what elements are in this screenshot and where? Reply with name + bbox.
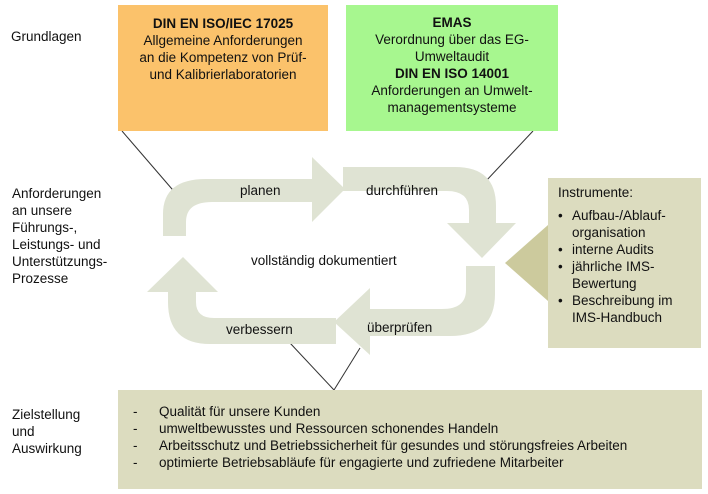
arrow-verbessern: [147, 257, 336, 344]
emas-box-line: Anforderungen an Umwelt-: [371, 83, 533, 98]
cycle-label-ueberpruefen: überprüfen: [367, 320, 433, 335]
list-item: interne Audits: [558, 241, 693, 258]
iso-box-line: an die Kompetenz von Prüf-: [139, 50, 307, 65]
emas-box-subtitle: DIN EN ISO 14001: [394, 66, 510, 81]
label-zielstellung: Zielstellung und Auswirkung: [12, 407, 82, 456]
iso-box-line: Allgemeine Anforderungen: [143, 33, 303, 48]
instruments-list: Aufbau-/Ablauf-organisation interne Audi…: [558, 207, 693, 326]
cycle-center-label: vollständig dokumentiert: [251, 253, 397, 268]
emas-box-line: managementsysteme: [387, 100, 517, 115]
iso-box-line: und Kalibrierlaboratorien: [149, 67, 297, 82]
instruments-pointer-arrow: [505, 225, 548, 301]
arrow-ueberpruefen: [334, 266, 495, 355]
list-item: Arbeitsschutz und Betriebssicherheit für…: [133, 437, 702, 454]
emas-box-line: Umweltaudit: [414, 49, 490, 64]
cycle-label-durchfuehren: durchführen: [366, 183, 439, 198]
instruments-title: Instrumente:: [558, 185, 634, 200]
goals-list: Qualität für unsere Kunden umweltbewusst…: [133, 403, 702, 471]
list-item: Aufbau-/Ablauf-organisation: [558, 207, 693, 241]
emas-box-line: Verordnung über das EG-: [375, 32, 529, 47]
emas-box-title: EMAS: [432, 15, 472, 30]
goals-box: Qualität für unsere Kunden umweltbewusst…: [118, 390, 702, 489]
list-item: umweltbewusstes und Ressourcen schonende…: [133, 420, 702, 437]
arrow-durchfuehren: [343, 167, 516, 258]
cycle-arrows: [147, 157, 516, 355]
emas-box: EMAS Verordnung über das EG- Umweltaudit…: [346, 5, 558, 131]
arrow-planen: [163, 157, 345, 236]
connector-iso: [121, 130, 179, 197]
connector-goals-right: [333, 347, 361, 391]
list-item: optimierte Betriebsabläufe für engagiert…: [133, 454, 702, 471]
iso-box-title: DIN EN ISO/IEC 17025: [152, 16, 294, 31]
iso-17025-box: DIN EN ISO/IEC 17025 Allgemeine Anforder…: [118, 5, 328, 131]
list-item: jährliche IMS-Bewertung: [558, 258, 693, 292]
cycle-label-planen: planen: [240, 183, 281, 198]
list-item: Qualität für unsere Kunden: [133, 403, 702, 420]
label-anforderungen: Anforderungen an unsere Führungs-, Leist…: [12, 186, 108, 286]
cycle-label-verbessern: verbessern: [226, 322, 293, 337]
connector-goals-left: [289, 342, 335, 391]
label-grundlagen: Grundlagen: [11, 29, 82, 44]
list-item: Beschreibung im IMS-Handbuch: [558, 292, 693, 326]
instruments-box: Instrumente: Aufbau-/Ablauf-organisation…: [548, 178, 701, 348]
